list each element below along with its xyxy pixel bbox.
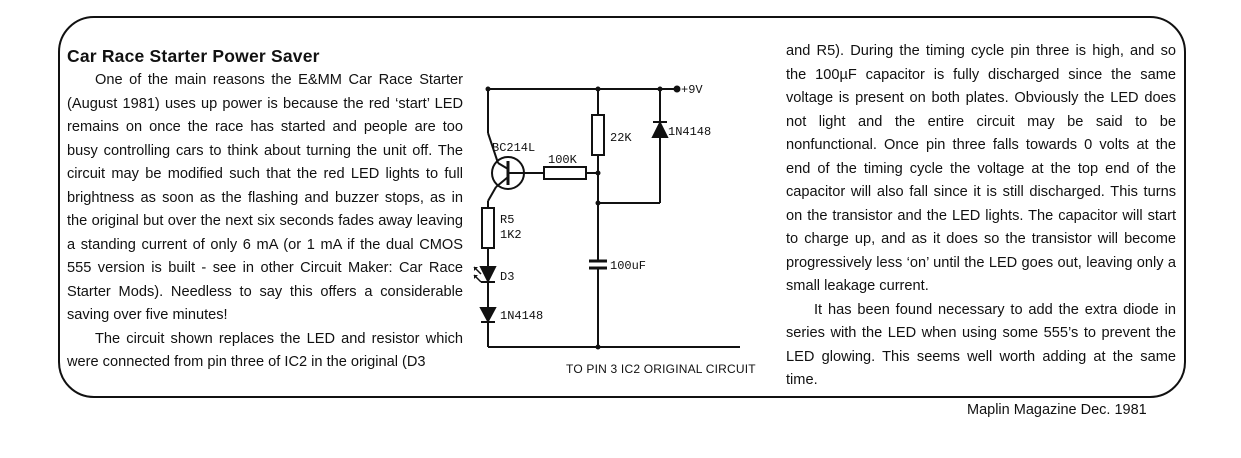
- diode-bottom: [479, 307, 497, 324]
- label-capacitor: 100uF: [610, 259, 646, 273]
- label-r5-value: 1K2: [500, 228, 522, 242]
- paragraph: and R5). During the timing cycle pin thr…: [786, 43, 1176, 294]
- label-supply: +9V: [681, 83, 703, 97]
- label-diode-bottom: 1N4148: [500, 309, 543, 323]
- source-credit: Maplin Magazine Dec. 1981: [967, 402, 1147, 418]
- schematic-output-note: TO PIN 3 IC2 ORIGINAL CIRCUIT: [566, 362, 756, 376]
- article-title: Car Race Starter Power Saver: [67, 46, 320, 66]
- diode-top: [651, 120, 669, 138]
- resistor-22k: [591, 114, 605, 156]
- paragraph: It has been found necessary to add the e…: [786, 301, 1176, 389]
- label-r-top: 22K: [610, 131, 632, 145]
- label-r-base: 100K: [548, 153, 578, 167]
- article-column-right: and R5). During the timing cycle pin thr…: [786, 40, 1176, 393]
- label-transistor: BC214L: [492, 141, 535, 155]
- label-diode-top: 1N4148: [668, 125, 711, 139]
- paragraph: The circuit shown replaces the LED and r…: [67, 330, 463, 371]
- resistor-r5: [481, 207, 495, 249]
- label-r5-name: R5: [500, 213, 514, 227]
- article-frame: [58, 16, 1186, 398]
- circuit-schematic: +9V 22K 1N4148 BC214L 100K R5 1K2 D3 100…: [473, 83, 740, 350]
- led-d3: [479, 266, 497, 284]
- resistor-100k: [543, 166, 587, 180]
- article-column-left: One of the main reasons the E&MM Car Rac…: [67, 69, 463, 375]
- supply-terminal: [673, 85, 681, 93]
- paragraph: One of the main reasons the E&MM Car Rac…: [67, 72, 463, 323]
- label-led: D3: [500, 270, 514, 284]
